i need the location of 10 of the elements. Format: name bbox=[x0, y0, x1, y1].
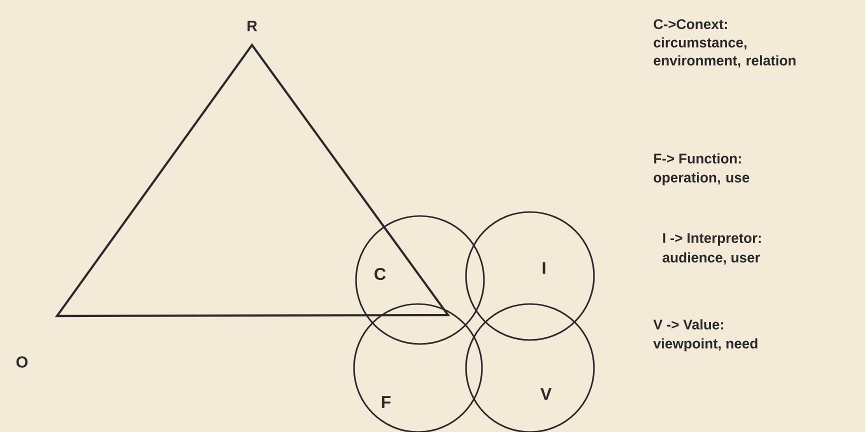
legend-text: circumstance, environment, relation bbox=[654, 37, 796, 68]
legend-text: I -> Interpretor: bbox=[663, 233, 761, 246]
legend-text: viewpoint, need bbox=[653, 338, 758, 352]
legend-text: V -> Value: bbox=[653, 319, 724, 330]
legend-text: operation, use bbox=[654, 172, 750, 186]
legend-text: C->Conext: bbox=[654, 19, 727, 30]
legend-text: F-> Function: bbox=[654, 153, 741, 164]
legend-text: audience, user bbox=[662, 252, 760, 264]
vertex-label: O bbox=[16, 356, 28, 368]
vertex-label: R bbox=[248, 20, 258, 32]
